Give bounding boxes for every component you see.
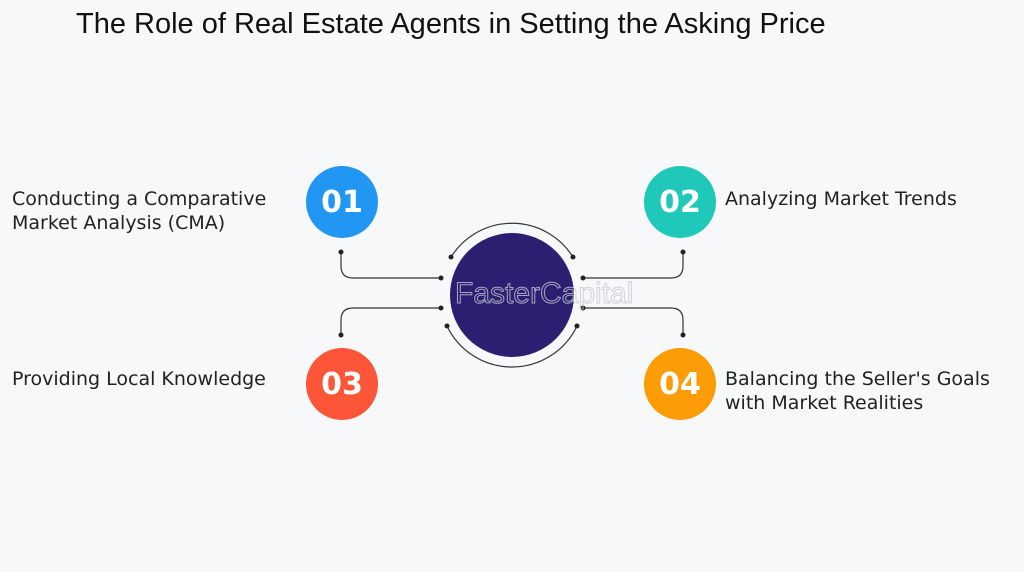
label-line: Conducting a Comparative [12, 188, 267, 210]
step-03-label: Providing Local Knowledge [12, 367, 266, 391]
connector-03 [340, 307, 441, 335]
label-line: Balancing the Seller's Goals [725, 368, 990, 390]
arc-top [450, 222, 574, 258]
label-line: with Market Realities [725, 392, 924, 414]
connector-01 [340, 252, 441, 279]
step-02-badge: 02 [644, 166, 716, 238]
center-circle [450, 233, 574, 357]
connector-04 [583, 307, 684, 335]
step-01-badge: 01 [306, 166, 378, 238]
label-line: Providing Local Knowledge [12, 368, 266, 390]
step-04-label: Balancing the Seller's Goals with Market… [725, 367, 990, 415]
watermark-logo: FasterCapital [454, 277, 634, 311]
step-02-label: Analyzing Market Trends [725, 187, 957, 211]
arc-bottom [446, 325, 578, 368]
label-line: Market Analysis (CMA) [12, 212, 226, 234]
step-04-badge: 04 [644, 348, 716, 420]
step-01-label: Conducting a Comparative Market Analysis… [12, 187, 266, 235]
step-03-badge: 03 [306, 348, 378, 420]
connector-02 [583, 252, 684, 279]
label-line: Analyzing Market Trends [725, 188, 957, 210]
page-title: The Role of Real Estate Agents in Settin… [76, 8, 826, 40]
